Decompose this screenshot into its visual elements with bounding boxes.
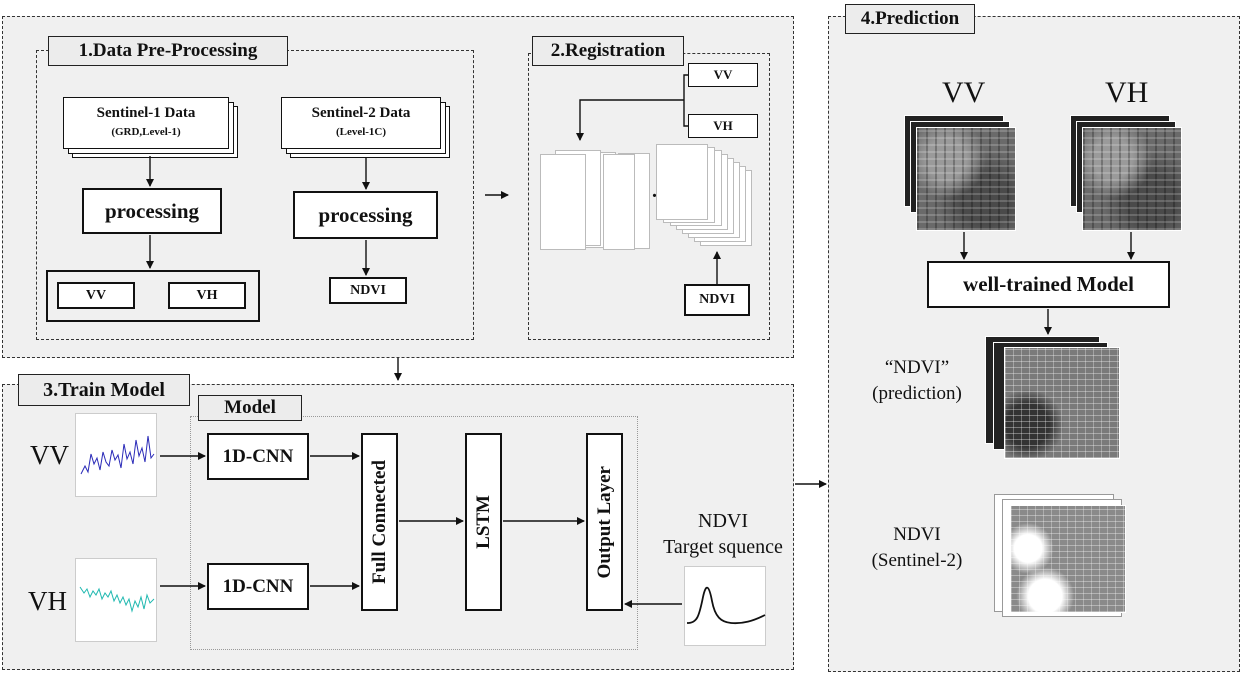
s2-ndvi-caption: NDVI (Sentinel-2) [862, 522, 972, 574]
ndvi-target-caption: NDVI Target squence [648, 508, 798, 560]
ndvi-target-line2: Target squence [663, 536, 783, 558]
ndvi-target-svg [686, 586, 766, 625]
well-trained-model-box: well-trained Model [927, 261, 1170, 308]
output-layer-label: Output Layer [593, 465, 615, 579]
s2-ndvi-line2: (Sentinel-2) [871, 550, 963, 571]
cnn-box-2: 1D-CNN [207, 563, 309, 610]
train-vv-label: VV [30, 440, 69, 470]
lstm-label: LSTM [472, 495, 494, 549]
s2-subtitle: (Level-1C) [335, 126, 387, 138]
reg-frame-5 [603, 154, 635, 250]
pre-vh-box: VH [168, 282, 246, 309]
reg-frame-3 [540, 154, 586, 250]
registration-title: 2.Registration [532, 36, 684, 66]
model-title: Model [198, 395, 302, 421]
full-connected-label: Full Connected [368, 459, 390, 585]
pre-ndvi-box: NDVI [329, 277, 407, 304]
s1-subtitle: (GRD,Level-1) [111, 126, 181, 138]
reg-frame-s8 [656, 144, 708, 220]
pred-vv-label: VV [942, 76, 986, 109]
vh-image [1082, 127, 1182, 231]
sentinel1-data-box: Sentinel-1 Data (GRD,Level-1) [63, 97, 229, 149]
vh-series-plot [75, 558, 157, 642]
vv-image [916, 127, 1016, 231]
full-connected-box: Full Connected [361, 433, 398, 611]
preprocessing-title: 1.Data Pre-Processing [48, 36, 288, 66]
pred-ndvi-image [1004, 347, 1120, 459]
pred-ndvi-caption: “NDVI” (prediction) [862, 355, 972, 407]
s1-processing-box: processing [82, 188, 222, 234]
s2-processing-box: processing [293, 191, 438, 239]
reg-vv-box: VV [688, 63, 758, 87]
s1-title: Sentinel-1 Data [96, 105, 196, 121]
ndvi-target-plot [684, 566, 766, 646]
vh-series-svg [79, 586, 155, 613]
train-vh-label: VH [28, 586, 67, 616]
vv-series-line [80, 435, 155, 475]
s2-ndvi-image [1010, 505, 1126, 613]
s2-title: Sentinel-2 Data [311, 105, 411, 121]
lstm-box: LSTM [465, 433, 502, 611]
vh-series-line [79, 586, 155, 613]
prediction-title: 4.Prediction [845, 4, 975, 34]
ndvi-target-curve [686, 586, 766, 625]
cnn-box-1: 1D-CNN [207, 433, 309, 480]
vv-series-plot [75, 413, 157, 497]
output-layer-box: Output Layer [586, 433, 623, 611]
sentinel2-data-box: Sentinel-2 Data (Level-1C) [281, 97, 441, 149]
pre-vv-box: VV [57, 282, 135, 309]
pred-ndvi-line1: “NDVI” [884, 357, 950, 378]
reg-vh-box: VH [688, 114, 758, 138]
train-title: 3.Train Model [18, 374, 190, 406]
s2-ndvi-line1: NDVI [893, 524, 941, 545]
ndvi-target-line1: NDVI [698, 510, 748, 532]
model-frame [190, 416, 638, 650]
vv-series-svg [80, 435, 155, 475]
pred-vh-label: VH [1105, 76, 1149, 109]
reg-ndvi-box: NDVI [684, 284, 750, 316]
pred-ndvi-line2: (prediction) [872, 383, 962, 404]
